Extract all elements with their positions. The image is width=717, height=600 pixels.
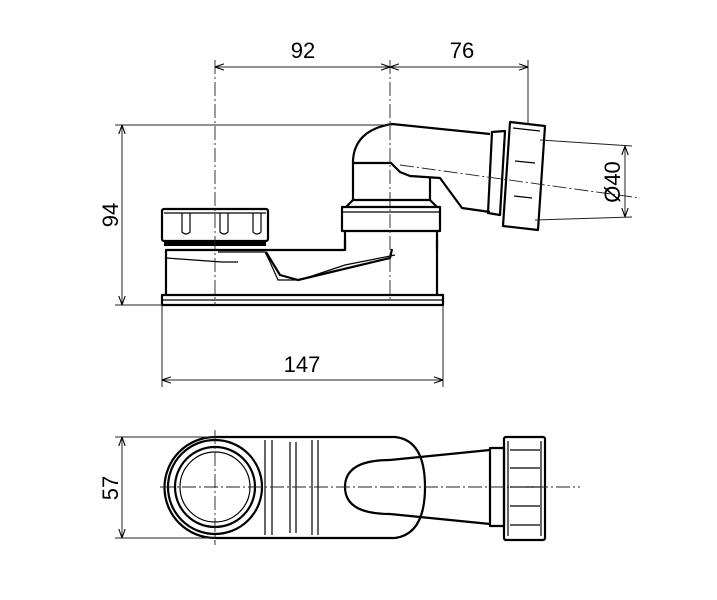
dim-94: 94 (98, 203, 123, 227)
outlet-nut-top (502, 435, 547, 542)
side-view (160, 60, 641, 307)
riser-collar (340, 205, 442, 233)
dim-92: 92 (291, 38, 315, 63)
dim-diameter-40: Ø40 (600, 161, 625, 203)
dim-57: 57 (98, 476, 123, 500)
side-dimensions: 92 76 94 147 Ø40 (98, 38, 633, 387)
elbow (351, 122, 491, 200)
outlet-pipe (389, 448, 491, 526)
top-view (160, 430, 580, 545)
top-dimensions: 57 (98, 436, 215, 539)
trap-outline (163, 435, 427, 540)
trap-body (164, 240, 439, 295)
outlet-nut (486, 120, 547, 232)
dim-76: 76 (450, 38, 474, 63)
dim-147: 147 (284, 352, 321, 377)
